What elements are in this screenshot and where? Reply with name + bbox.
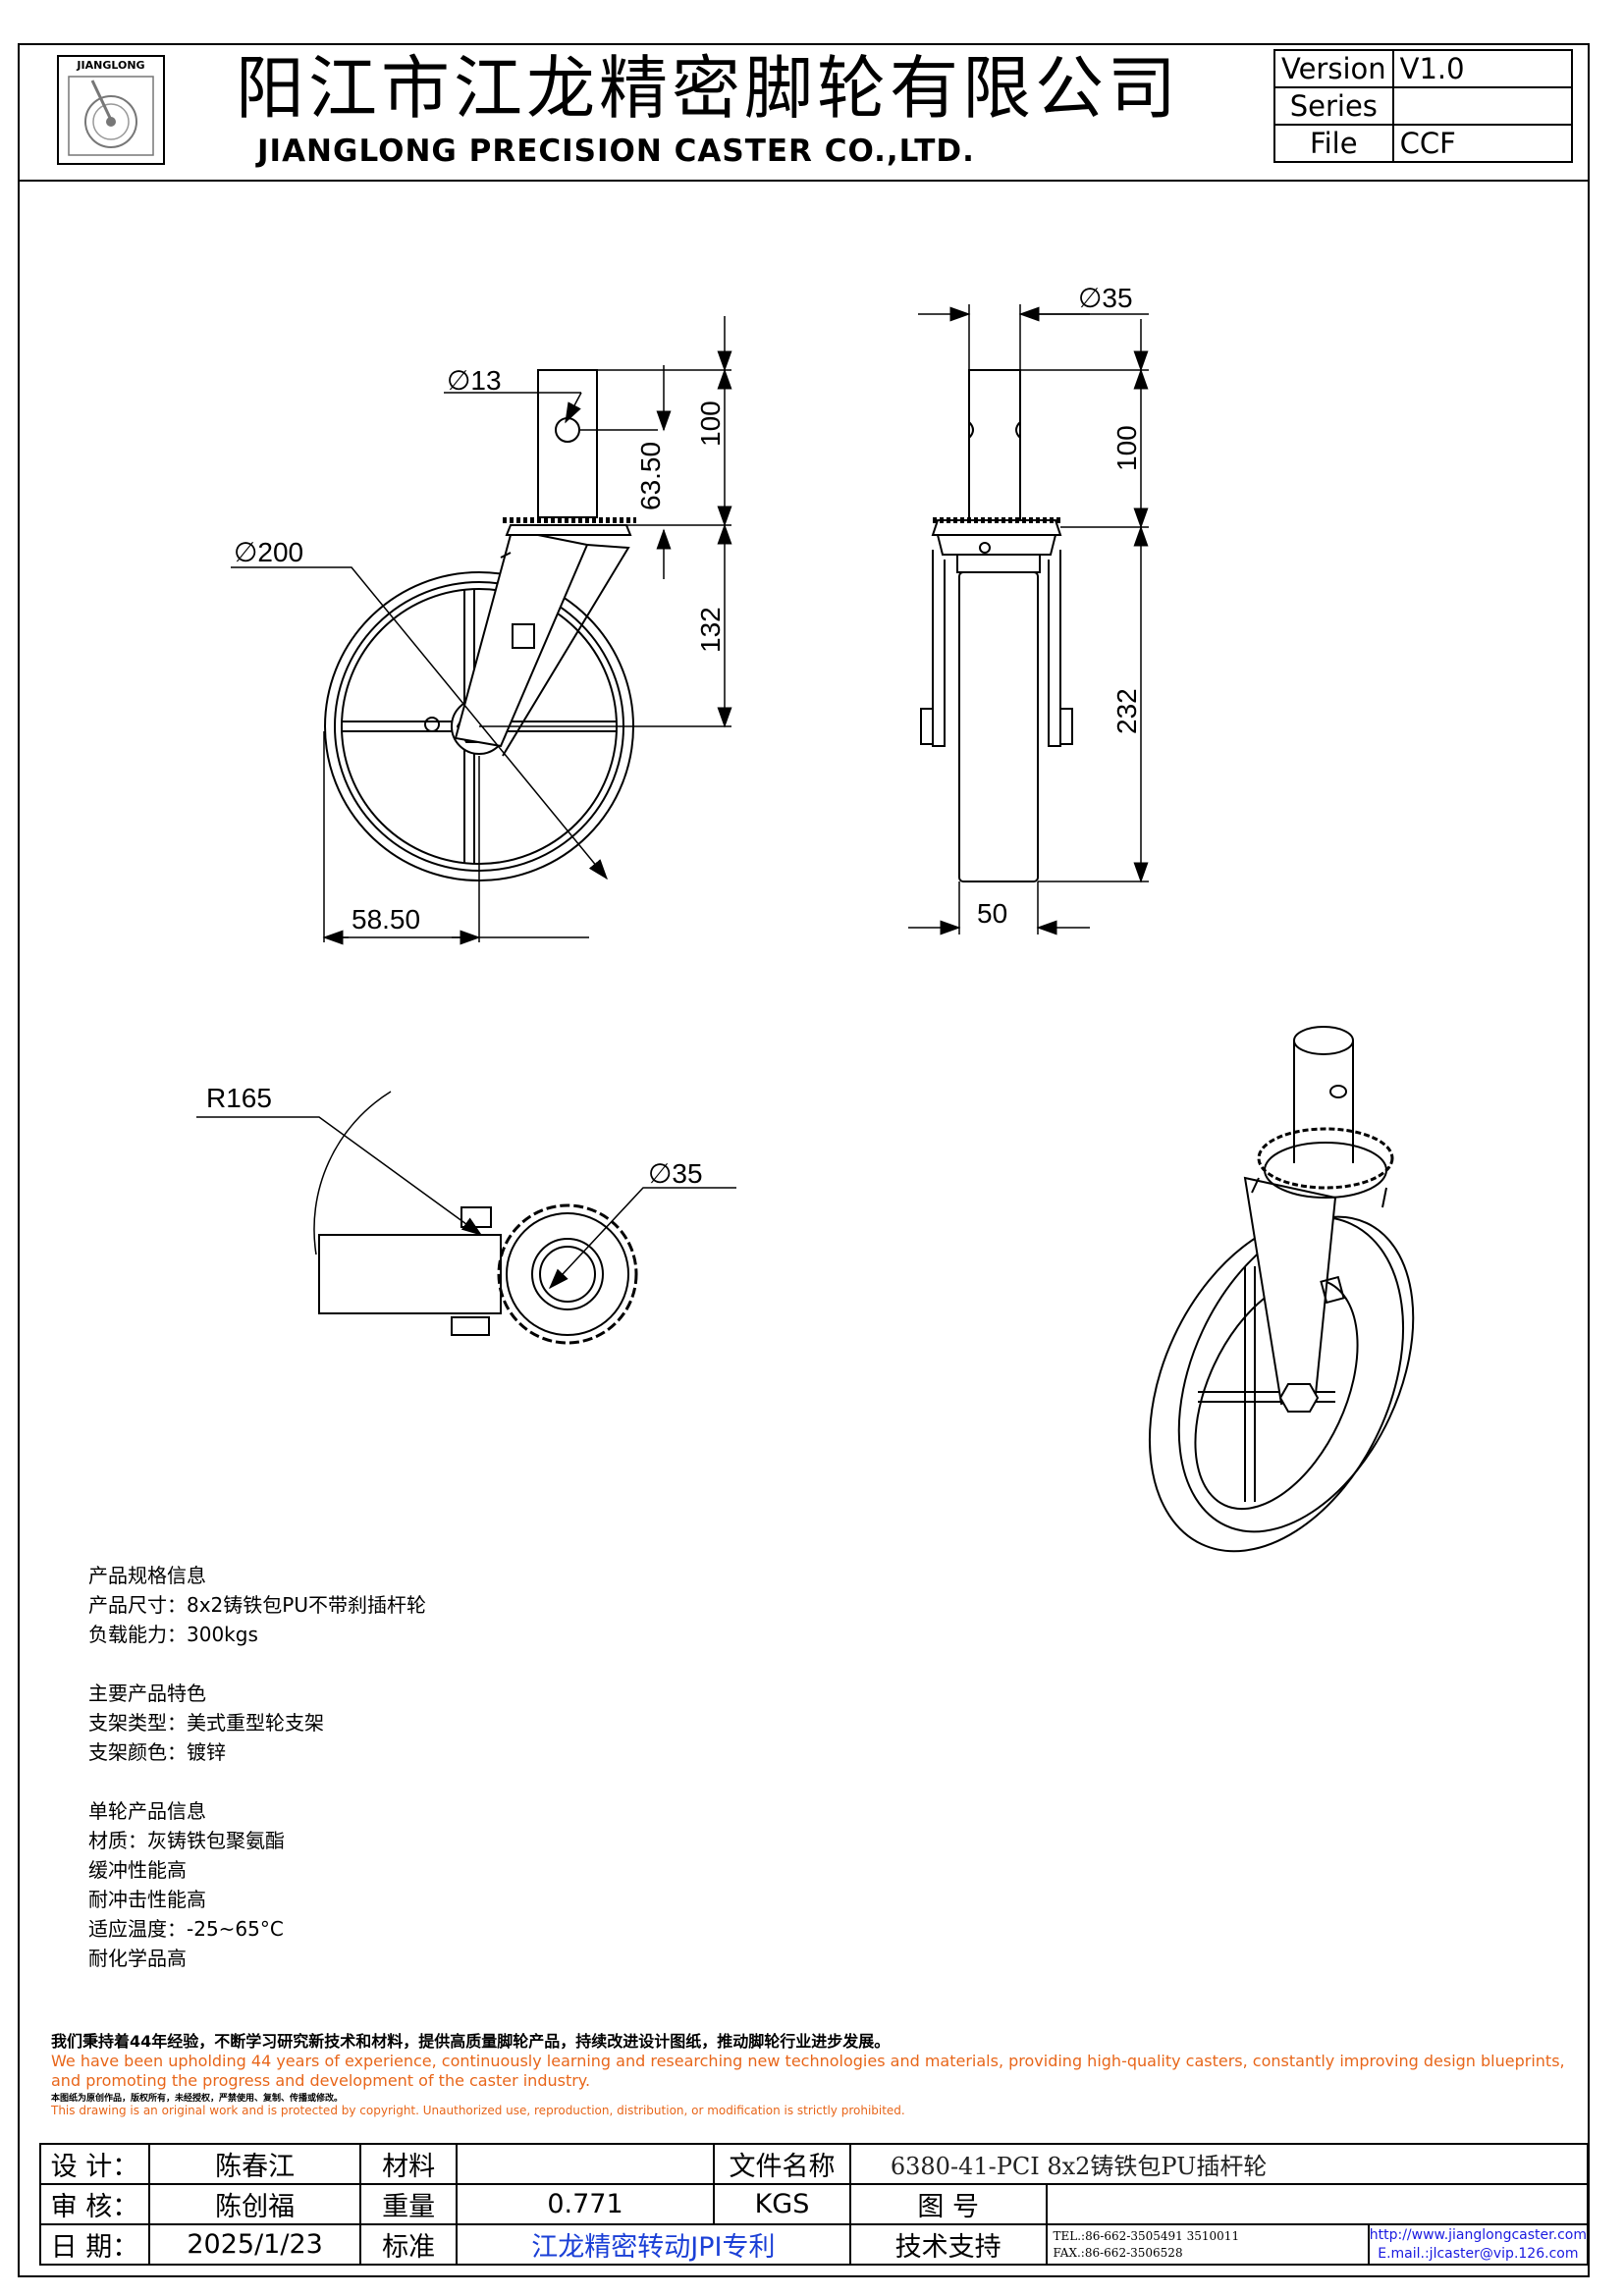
spec-size: 产品尺寸：8x2铸铁包PU不带刹插杆轮 [88,1593,426,1617]
spec-temp: 适应温度：-25~65°C [88,1917,284,1941]
spec-impact: 耐冲击性能高 [88,1888,206,1911]
side-stem-dia: ∅13 [447,365,502,396]
spec-chemical: 耐化学品高 [88,1947,187,1970]
design-label: 设 计： [39,2143,150,2185]
top-dimensions [196,1116,736,1290]
date: 2025/1/23 [147,2223,362,2266]
title-block: 设 计： 陈春江 材料 文件名称 6380-41-PCI 8x2铸铁包PU插杆轮… [39,2143,1590,2266]
side-wheel-dia: ∅200 [234,537,303,567]
front-dimensions [908,304,1149,935]
website-link[interactable]: http://www.jianglongcaster.com [1369,2226,1587,2243]
note-en: We have been upholding 44 years of exper… [51,2052,1565,2090]
material-value [455,2143,716,2185]
side-hole-pos: 63.50 [635,442,666,510]
side-dim-labels: ∅13 100 63.50 ∅200 132 58.50 [234,365,726,934]
company-name-en: JIANGLONG PRECISION CASTER CO.,LTD. [257,133,975,169]
weight: 0.771 [455,2183,716,2225]
side-offset: 58.50 [352,904,420,934]
spec-title-product: 产品规格信息 [88,1564,206,1587]
material-label: 材料 [359,2143,458,2185]
drawing-frame [18,43,1590,2277]
reviewer: 陈创福 [147,2183,362,2225]
file-label: File [1273,124,1394,163]
fax: FAX.:86-662-3506528 [1053,2245,1183,2260]
header-divider [18,180,1590,182]
notes-block: 我们秉持着44年经验，不断学习研究新技术和材料，提供高质量脚轮产品，持续改进设计… [51,2028,1583,2117]
spec-bracket-color: 支架颜色：镀锌 [88,1740,226,1764]
spec-cushion: 缓冲性能高 [88,1858,187,1882]
drawing-no-label: 图 号 [848,2183,1048,2225]
front-dim-labels: ∅35 100 232 50 [977,283,1142,929]
standard-label: 标准 [359,2223,458,2266]
spec-bracket-type: 支架类型：美式重型轮支架 [88,1711,324,1735]
weight-label: 重量 [359,2183,458,2225]
company-name-cn: 阳江市江龙精密脚轮有限公司 [236,48,1180,129]
side-stem-height: 100 [695,400,726,447]
file-value: CCF [1391,124,1573,163]
front-stem-height: 100 [1111,425,1142,471]
standard: 江龙精密转动JPI专利 [455,2223,851,2266]
spec-title-wheel: 单轮产品信息 [88,1799,206,1823]
note-cn: 我们秉持着44年经验，不断学习研究新技术和材料，提供高质量脚轮产品，持续改进设计… [51,2032,891,2051]
top-dim-labels: R165 ∅35 [206,1083,703,1189]
spec-title-bracket: 主要产品特色 [88,1682,206,1705]
date-label: 日 期： [39,2223,150,2266]
drawing-no [1045,2183,1589,2225]
top-stem-dia: ∅35 [648,1158,703,1189]
designer: 陈春江 [147,2143,362,2185]
side-axle-height: 132 [695,607,726,653]
version-value: V1.0 [1391,49,1573,88]
top-swivel-radius: R165 [206,1083,272,1113]
company-logo: JIANGLONG [57,55,165,165]
isometric-view [1148,1026,1415,1553]
contact-phone: TEL.:86-662-3505491 3510011 FAX.:86-662-… [1045,2223,1370,2266]
spec-material: 材质：灰铸铁包聚氨酯 [88,1829,285,1852]
front-wheel-width: 50 [977,898,1007,929]
tel: TEL.:86-662-3505491 3510011 [1053,2228,1240,2243]
front-total-height: 232 [1111,688,1142,734]
filename: 6380-41-PCI 8x2铸铁包PU插杆轮 [848,2143,1590,2185]
front-stem-dia: ∅35 [1078,283,1133,313]
caster-logo-icon [68,76,154,156]
spec-load: 负载能力：300kgs [88,1623,258,1646]
email-link[interactable]: E.mail.:jlcaster@vip.126.com [1378,2245,1579,2262]
side-view [324,369,636,881]
unit: KGS [713,2183,851,2225]
front-view [920,369,1073,882]
note-cn-copyright: 本图纸为原创作品，版权所有，未经授权，严禁使用、复制、传播或修改。 [51,2094,344,2104]
series-value [1391,86,1573,126]
logo-text: JIANGLONG [77,59,145,72]
contact-web[interactable]: http://www.jianglongcaster.com E.mail.:j… [1367,2223,1590,2266]
side-dimensions [231,316,732,945]
series-label: Series [1273,86,1394,126]
support-label: 技术支持 [848,2223,1048,2266]
note-en-copyright: This drawing is an original work and is … [51,2104,905,2117]
spec-block: 产品规格信息 产品尺寸：8x2铸铁包PU不带刹插杆轮 负载能力：300kgs 主… [88,1561,426,1973]
version-label: Version [1273,49,1394,88]
filename-label: 文件名称 [713,2143,851,2185]
review-label: 审 核： [39,2183,150,2225]
top-view [313,1091,638,1345]
